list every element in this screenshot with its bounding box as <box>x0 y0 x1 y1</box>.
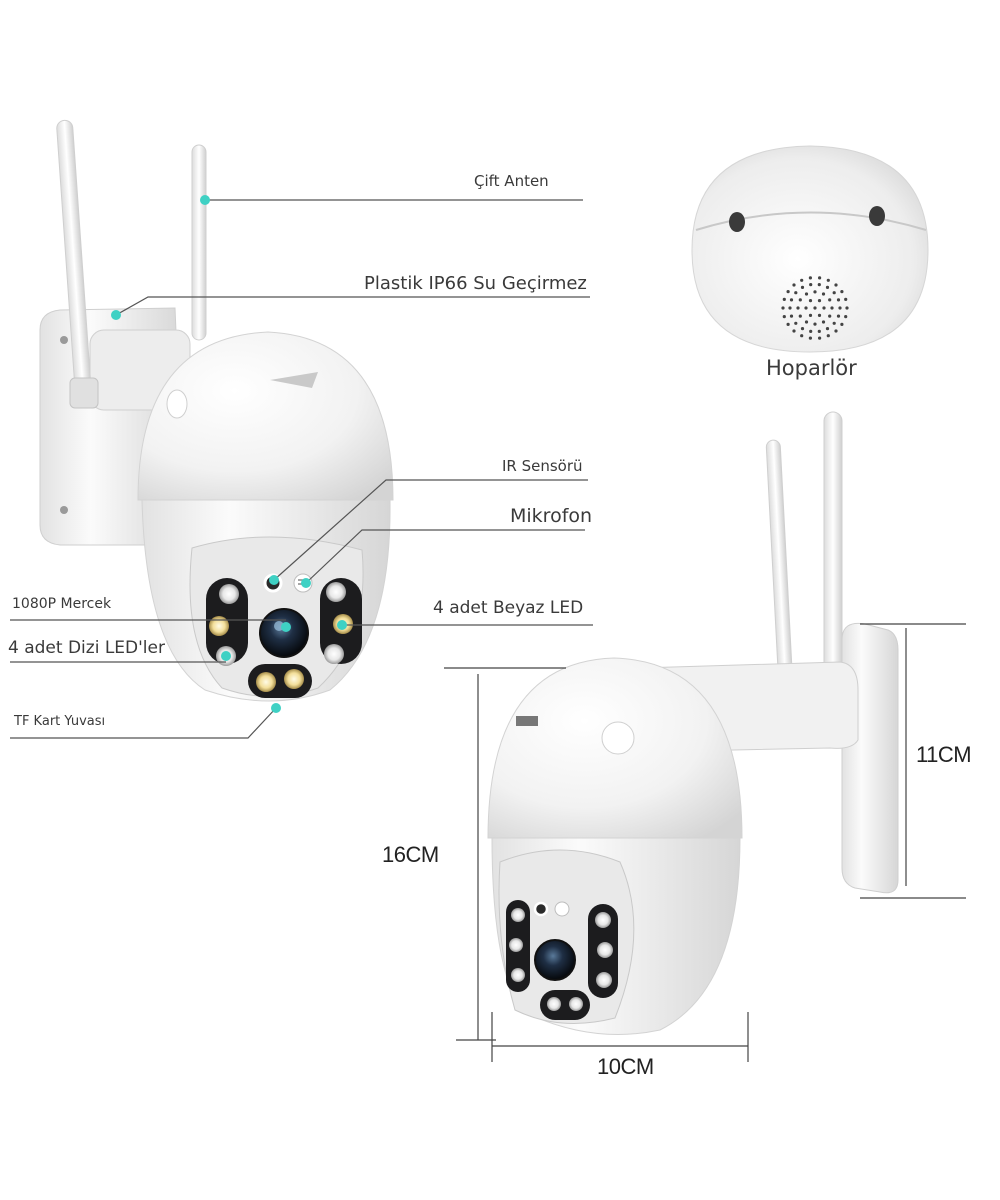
callout-lines <box>10 199 593 739</box>
speaker-hole <box>809 329 813 333</box>
speaker-hole <box>817 313 822 317</box>
speaker-hole <box>828 314 832 318</box>
speaker-hole <box>825 327 830 331</box>
dimension-lines <box>444 623 966 1062</box>
dimension-height: 16CM <box>382 842 439 867</box>
speaker-hole <box>817 299 822 303</box>
speaker-hole <box>808 276 813 280</box>
speaker-hole <box>836 314 841 318</box>
speaker-hole <box>804 320 809 324</box>
speaker-hole <box>804 306 808 310</box>
label-beyaz-led: 4 adet Beyaz LED <box>433 598 584 618</box>
side-camera <box>487 411 899 1035</box>
side-lens <box>534 939 576 981</box>
speaker-hole <box>818 336 822 340</box>
speaker-hole <box>781 306 785 310</box>
speaker-hole <box>813 322 817 326</box>
speaker-hole <box>800 327 805 331</box>
speaker-hole <box>826 334 830 338</box>
speaker-hole <box>798 314 802 318</box>
lens <box>259 608 309 658</box>
camera-dome <box>137 331 394 501</box>
speaker-hole <box>836 298 841 302</box>
label-plastik-ip66: Plastik IP66 Su Geçirmez <box>364 273 587 294</box>
label-ir-sensoru: IR Sensörü <box>502 457 583 475</box>
speaker-detail <box>691 145 929 353</box>
speaker-hole <box>782 315 786 319</box>
speaker-hole <box>834 329 838 333</box>
speaker-hole <box>817 329 821 333</box>
speaker-hole <box>808 299 813 303</box>
speaker-hole <box>844 297 848 301</box>
label-tf-kart: TF Kart Yuvası <box>14 714 106 729</box>
speaker-hole <box>818 276 822 280</box>
speaker-hole <box>794 321 798 325</box>
speaker-hole <box>808 313 813 317</box>
speaker-hole <box>792 329 796 333</box>
label-mercek: 1080P Mercek <box>12 596 112 612</box>
speaker-hole <box>821 292 826 296</box>
speaker-hole <box>830 306 834 310</box>
speaker-hole <box>798 298 802 302</box>
speaker-hole <box>825 285 830 289</box>
speaker-hole <box>786 322 790 326</box>
speaker-hole <box>800 334 804 338</box>
speaker-hole <box>834 283 838 287</box>
speaker-hole <box>838 306 842 310</box>
speaker-hole <box>817 283 821 287</box>
speaker-holes <box>781 276 849 340</box>
speaker-hole <box>794 291 798 295</box>
speaker-hole <box>826 278 830 282</box>
speaker-hole <box>840 322 844 326</box>
speaker-hole <box>782 297 786 301</box>
speaker-hole <box>789 314 794 318</box>
front-camera <box>39 119 394 702</box>
speaker-hole <box>786 290 790 294</box>
speaker-hole <box>789 298 794 302</box>
speaker-hole <box>822 306 826 310</box>
dimension-depth: 11CM <box>916 742 972 767</box>
speaker-hole <box>821 320 826 324</box>
speaker-hole <box>813 306 817 310</box>
label-mikrofon: Mikrofon <box>510 505 593 527</box>
label-hoparlor: Hoparlör <box>766 356 857 380</box>
speaker-hole <box>809 283 813 287</box>
speaker-hole <box>800 285 805 289</box>
speaker-hole <box>796 306 800 310</box>
speaker-hole <box>813 290 817 294</box>
speaker-hole <box>840 290 844 294</box>
side-wall-plate <box>841 622 899 894</box>
speaker-hole <box>800 278 804 282</box>
label-dizi-led: 4 adet Dizi LED'ler <box>8 638 165 658</box>
speaker-hole <box>844 315 848 319</box>
speaker-hole <box>832 291 836 295</box>
speaker-hole <box>804 292 809 296</box>
right-antenna <box>191 144 207 341</box>
speaker-hole <box>792 283 796 287</box>
speaker-hole <box>788 306 792 310</box>
speaker-hole <box>832 321 836 325</box>
speaker-hole <box>808 336 813 340</box>
speaker-hole <box>845 306 849 310</box>
label-cift-anten: Çift Anten <box>474 172 549 190</box>
side-antenna-back <box>765 439 793 671</box>
speaker-hole <box>828 298 832 302</box>
dimension-width: 10CM <box>597 1054 654 1079</box>
